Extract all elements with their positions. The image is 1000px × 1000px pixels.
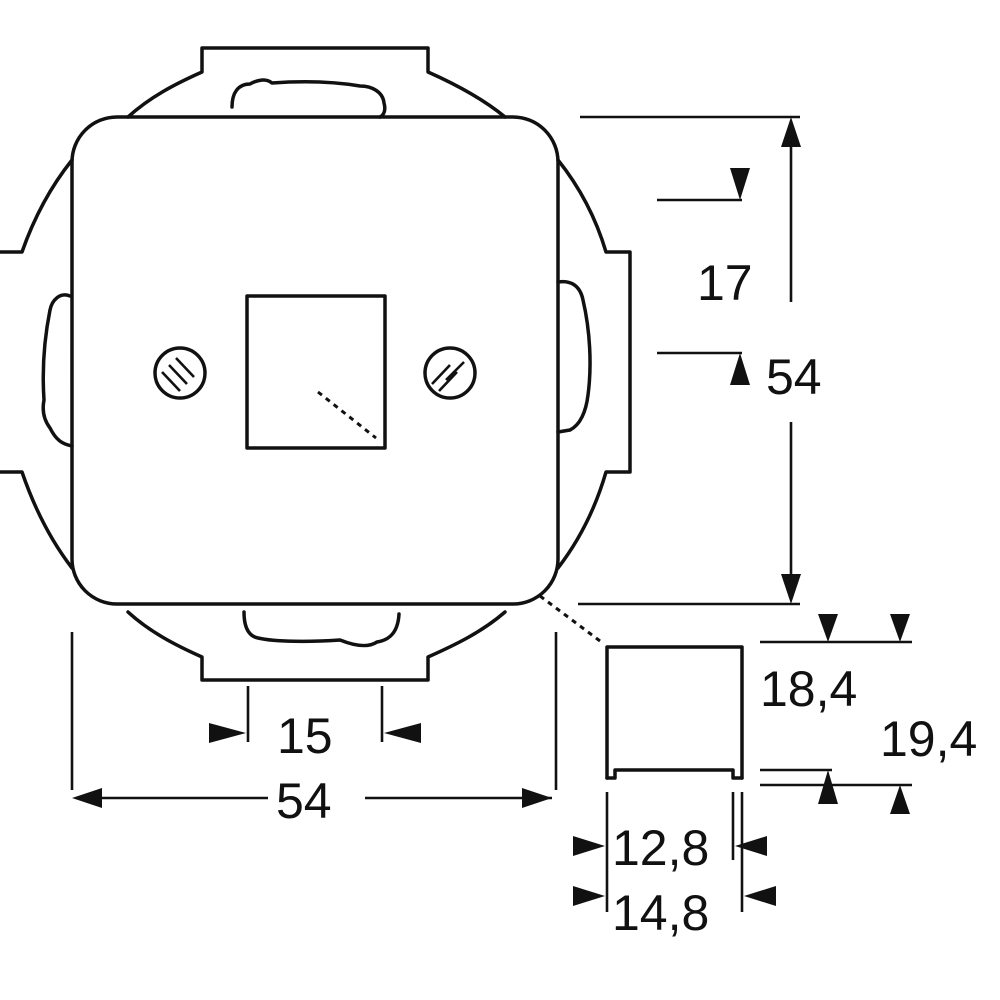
top-offset-label: 17 — [697, 255, 753, 311]
cover-plate — [70, 115, 560, 606]
jack-opening — [245, 294, 387, 450]
insert-outer-width-label: 14,8 — [612, 885, 709, 941]
detail-leader-line — [317, 390, 377, 440]
insert-outer-height-label: 19,4 — [880, 711, 977, 767]
height-dimension: 54 — [578, 115, 822, 606]
mounting-frame — [0, 46, 632, 682]
insert-height-dimensions: 18,4 19,4 — [760, 614, 977, 814]
insert-detail — [605, 645, 744, 780]
clip-spacing-label: 15 — [277, 708, 333, 764]
left-screw-icon — [153, 346, 207, 400]
width-dimension: 54 — [70, 632, 558, 829]
right-screw-icon — [423, 346, 477, 400]
top-offset-dimension: 17 — [657, 168, 753, 385]
insert-inner-width-label: 12,8 — [612, 820, 709, 876]
width-label: 54 — [276, 773, 332, 829]
height-label: 54 — [766, 349, 822, 405]
insert-width-dimensions: 12,8 14,8 — [573, 792, 776, 941]
detail-leader-line — [539, 594, 605, 646]
clip-spacing-dimension: 15 — [209, 686, 421, 764]
insert-inner-height-label: 18,4 — [760, 661, 857, 717]
